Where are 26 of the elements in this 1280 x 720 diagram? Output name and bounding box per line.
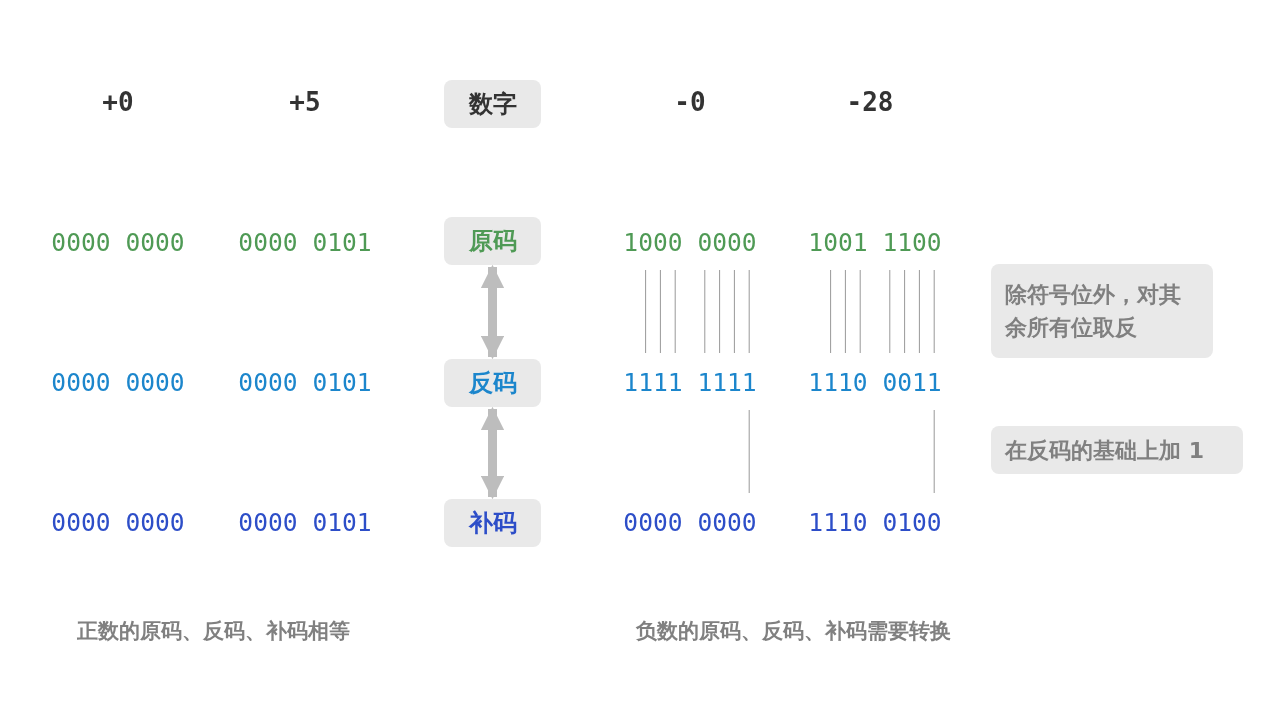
binary-code: 0000 0000	[51, 227, 185, 257]
number-heading: +0	[102, 87, 134, 117]
binary-code: 1110 0100	[808, 507, 942, 537]
label-box: 反码	[444, 359, 541, 407]
binary-code: 0000 0000	[51, 507, 185, 537]
label-box: 原码	[444, 217, 541, 265]
binary-code: 1111 1111	[623, 367, 757, 397]
binary-code: 0000 0101	[238, 367, 372, 397]
binary-code: 1000 0000	[623, 227, 757, 257]
caption: 正数的原码、反码、补码相等	[76, 618, 350, 645]
binary-code: 0000 0000	[51, 367, 185, 397]
double-arrow	[480, 264, 505, 360]
binary-code: 1001 1100	[808, 227, 942, 257]
note-box: 除符号位外，对其余所有位取反	[991, 264, 1213, 358]
binary-code: 0000 0101	[238, 227, 372, 257]
number-heading: +5	[289, 87, 321, 117]
binary-code: 0000 0101	[238, 507, 372, 537]
binary-code: 1110 0011	[808, 367, 942, 397]
number-heading: -0	[674, 87, 706, 117]
number-heading: -28	[846, 87, 894, 117]
caption: 负数的原码、反码、补码需要转换	[635, 618, 951, 645]
double-arrow	[480, 406, 505, 500]
binary-code: 0000 0000	[623, 507, 757, 537]
note-box: 在反码的基础上加 1	[991, 426, 1243, 474]
header-box: 数字	[444, 80, 541, 128]
label-box: 补码	[444, 499, 541, 547]
